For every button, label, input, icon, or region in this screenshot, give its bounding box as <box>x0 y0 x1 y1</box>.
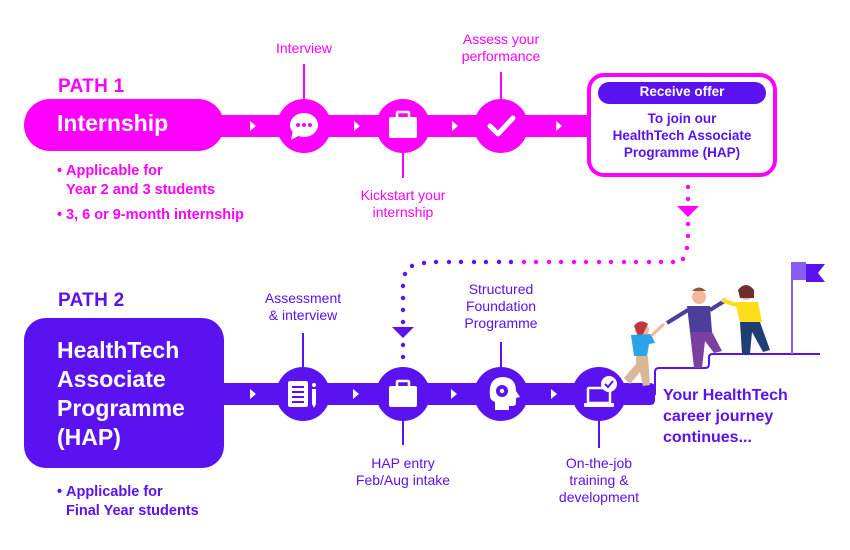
finale-text: Your HealthTech career journey continues… <box>663 387 788 446</box>
arrow-right-icon <box>556 121 562 131</box>
flag-icon <box>791 262 825 354</box>
path2-hap-box <box>24 318 224 468</box>
path1-bullet-2: •3, 6 or 9-month internship <box>57 207 245 223</box>
head-gear-icon <box>489 377 520 410</box>
checkmark-icon <box>487 115 516 137</box>
bullet-text: Applicable for <box>66 163 163 179</box>
arrow-right-icon <box>451 389 457 399</box>
step-node <box>572 367 626 421</box>
step-node <box>474 99 528 153</box>
path2-bullet-1: •Applicable for Final Year students <box>57 484 199 519</box>
laptop-check-icon <box>584 376 617 407</box>
offer-body: To join our HealthTech Associate Program… <box>612 111 752 160</box>
speech-bubble-icon <box>290 113 318 140</box>
briefcase-icon <box>389 379 417 407</box>
dotted-connector-path2 <box>392 259 514 360</box>
step-label-interview: Interview <box>275 40 333 56</box>
path1-title: Internship <box>57 110 169 136</box>
path2-title: HealthTech Associate Programme (HAP) <box>57 337 185 450</box>
arrow-right-icon <box>354 121 360 131</box>
track-end <box>640 383 655 405</box>
briefcase-icon <box>389 110 417 138</box>
arrow-right-icon <box>353 389 359 399</box>
bullet-text: Applicable for <box>66 484 163 500</box>
path1-label: PATH 1 <box>58 76 125 97</box>
path2-label: PATH 2 <box>58 290 125 311</box>
arrow-right-icon <box>250 121 256 131</box>
path1-internship-pill <box>24 99 224 151</box>
dotted-connector-path1 <box>521 184 699 265</box>
step-label-assessment: Assessment& interview <box>264 290 342 323</box>
offer-header-pill <box>598 82 766 104</box>
bullet-text: Final Year students <box>66 503 199 519</box>
document-pencil-icon <box>288 381 316 408</box>
path1-bullet-1: •Applicable for Year 2 and 3 students <box>57 163 216 198</box>
stairs <box>654 353 820 395</box>
offer-header: Receive offer <box>639 84 725 99</box>
bullet-text: 3, 6 or 9-month internship <box>66 207 245 223</box>
climbing-people-illustration <box>624 285 770 386</box>
arrow-right-icon <box>452 121 458 131</box>
arrow-right-icon <box>250 389 256 399</box>
arrow-right-icon <box>551 389 557 399</box>
bullet-text: Year 2 and 3 students <box>66 182 216 198</box>
